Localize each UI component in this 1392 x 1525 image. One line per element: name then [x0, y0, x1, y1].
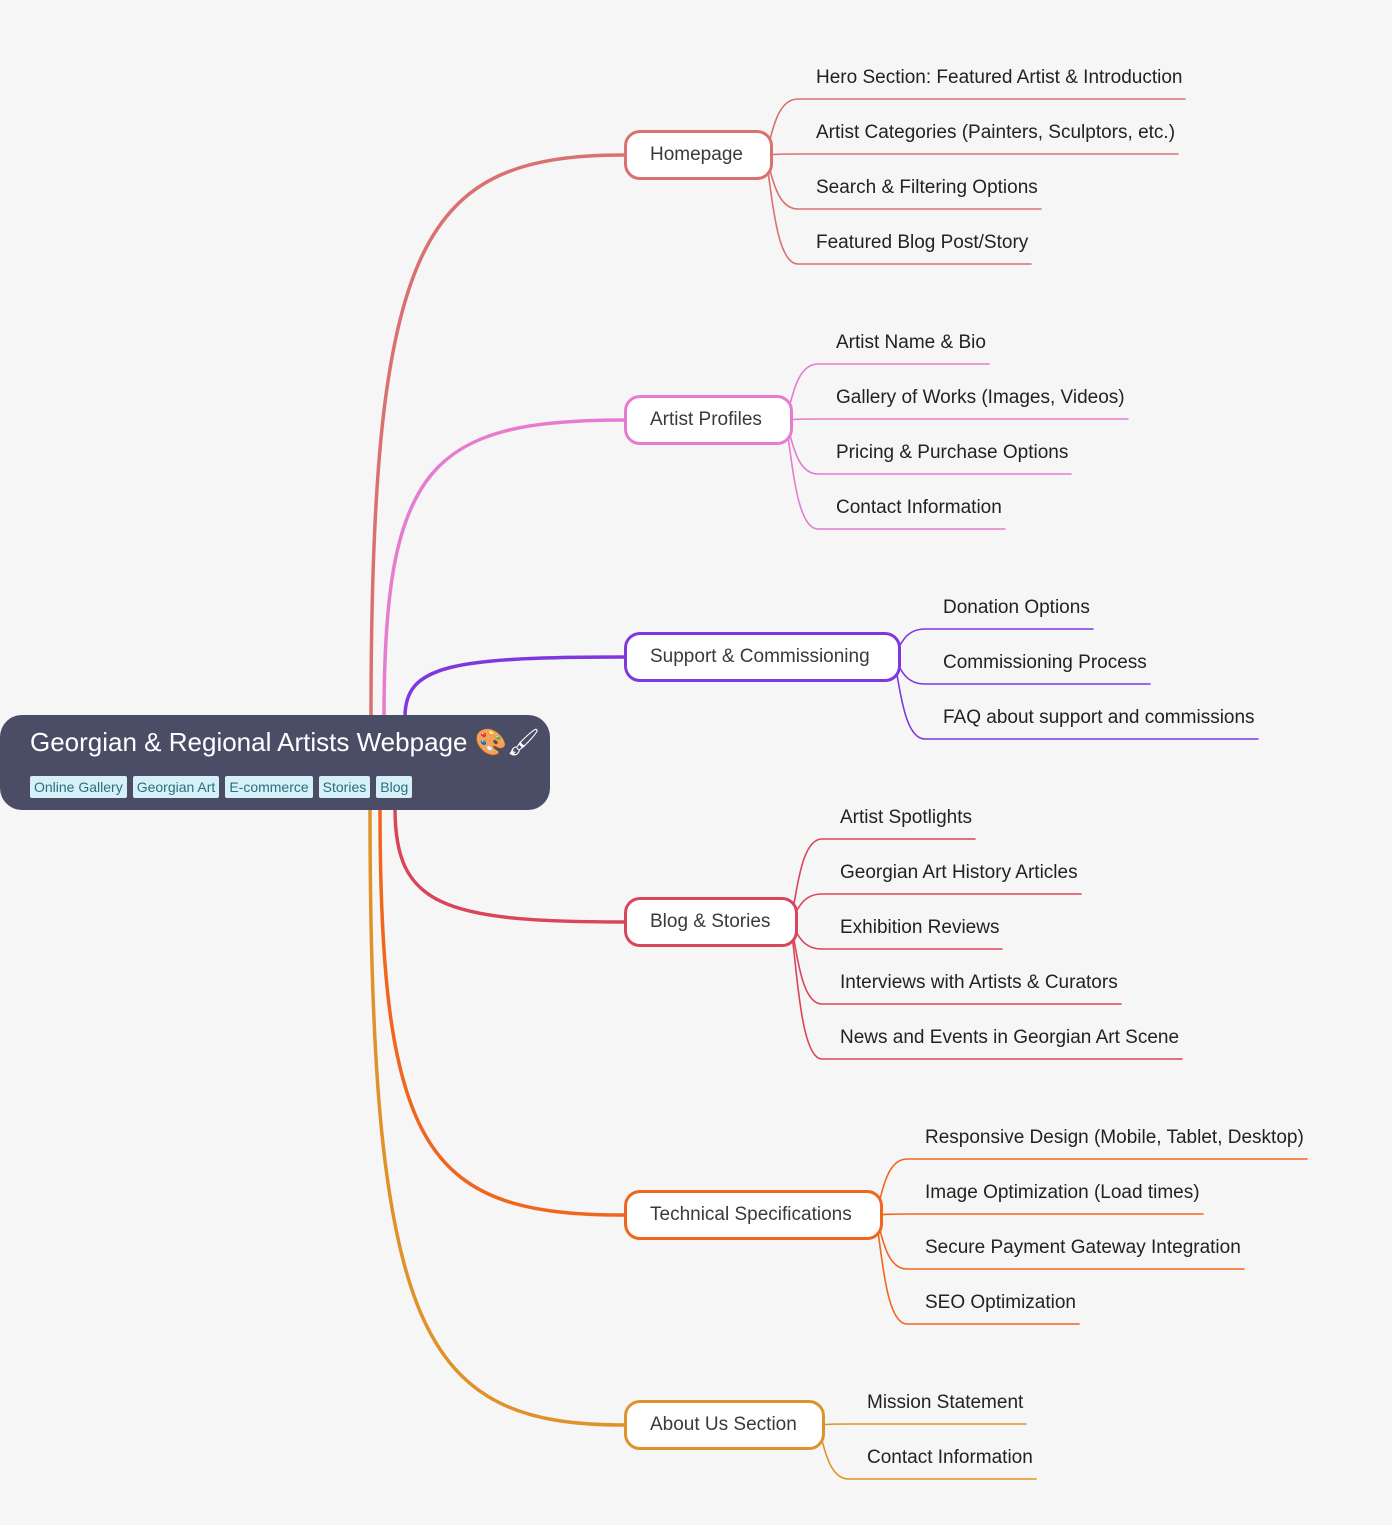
leaf-interviews[interactable]: Interviews with Artists & Curators: [840, 972, 1118, 993]
leaf-hero-section[interactable]: Hero Section: Featured Artist & Introduc…: [816, 67, 1183, 88]
leaf-secure-payment[interactable]: Secure Payment Gateway Integration: [925, 1237, 1241, 1258]
leaf-news-events[interactable]: News and Events in Georgian Art Scene: [840, 1027, 1180, 1048]
leaf-artist-name-bio[interactable]: Artist Name & Bio: [836, 332, 986, 353]
tag-e-commerce[interactable]: E-commerce: [225, 776, 313, 798]
leaf-exhibition-reviews[interactable]: Exhibition Reviews: [840, 917, 1000, 938]
root-to-branch-connector: [368, 806, 626, 1427]
branch-to-leaf-connector: [782, 418, 1129, 421]
leaf-artist-categories[interactable]: Artist Categories (Painters, Sculptors, …: [816, 122, 1176, 143]
root-to-branch-connector: [393, 806, 626, 924]
leaf-responsive-design[interactable]: Responsive Design (Mobile, Tablet, Deskt…: [925, 1127, 1304, 1148]
root-to-branch-connector: [403, 655, 626, 719]
branch-technical-specifications[interactable]: Technical Specifications: [624, 1190, 883, 1240]
tag-georgian-art[interactable]: Georgian Art: [132, 776, 220, 798]
leaf-artist-spotlights[interactable]: Artist Spotlights: [840, 807, 972, 828]
leaf-donation-options[interactable]: Donation Options: [943, 597, 1090, 618]
leaf-gallery-of-works[interactable]: Gallery of Works (Images, Videos): [836, 387, 1125, 408]
leaf-pricing-purchase[interactable]: Pricing & Purchase Options: [836, 442, 1069, 463]
leaf-contact-information[interactable]: Contact Information: [836, 497, 1002, 518]
root-node[interactable]: Georgian & Regional Artists Webpage 🎨🖌 O…: [0, 715, 550, 810]
leaf-search-filtering[interactable]: Search & Filtering Options: [816, 177, 1038, 198]
branch-to-leaf-connector: [762, 153, 1179, 156]
root-tags: Online Gallery Georgian Art E-commerce S…: [30, 776, 413, 798]
root-to-branch-connector: [382, 418, 626, 719]
branch-homepage[interactable]: Homepage: [624, 130, 773, 180]
tag-stories[interactable]: Stories: [318, 776, 371, 798]
leaf-art-history-articles[interactable]: Georgian Art History Articles: [840, 862, 1078, 883]
leaf-commissioning-process[interactable]: Commissioning Process: [943, 652, 1147, 673]
tag-online-gallery[interactable]: Online Gallery: [30, 776, 127, 798]
branch-to-leaf-connector: [872, 1213, 1204, 1216]
leaf-seo-optimization[interactable]: SEO Optimization: [925, 1292, 1076, 1313]
tag-blog[interactable]: Blog: [376, 776, 413, 798]
root-to-branch-connector: [378, 806, 626, 1217]
branch-blog-stories[interactable]: Blog & Stories: [624, 897, 798, 947]
leaf-image-optimization[interactable]: Image Optimization (Load times): [925, 1182, 1200, 1203]
branch-about-us[interactable]: About Us Section: [624, 1400, 825, 1450]
root-title: Georgian & Regional Artists Webpage 🎨🖌: [30, 727, 541, 757]
leaf-mission-statement[interactable]: Mission Statement: [867, 1392, 1024, 1413]
leaf-featured-blog-post[interactable]: Featured Blog Post/Story: [816, 232, 1029, 253]
branch-support-commissioning[interactable]: Support & Commissioning: [624, 632, 901, 682]
leaf-about-contact-information[interactable]: Contact Information: [867, 1447, 1033, 1468]
root-to-branch-connector: [369, 153, 626, 719]
leaf-faq-support[interactable]: FAQ about support and commissions: [943, 707, 1255, 728]
branch-artist-profiles[interactable]: Artist Profiles: [624, 395, 793, 445]
branch-to-leaf-connector: [814, 1423, 1027, 1426]
